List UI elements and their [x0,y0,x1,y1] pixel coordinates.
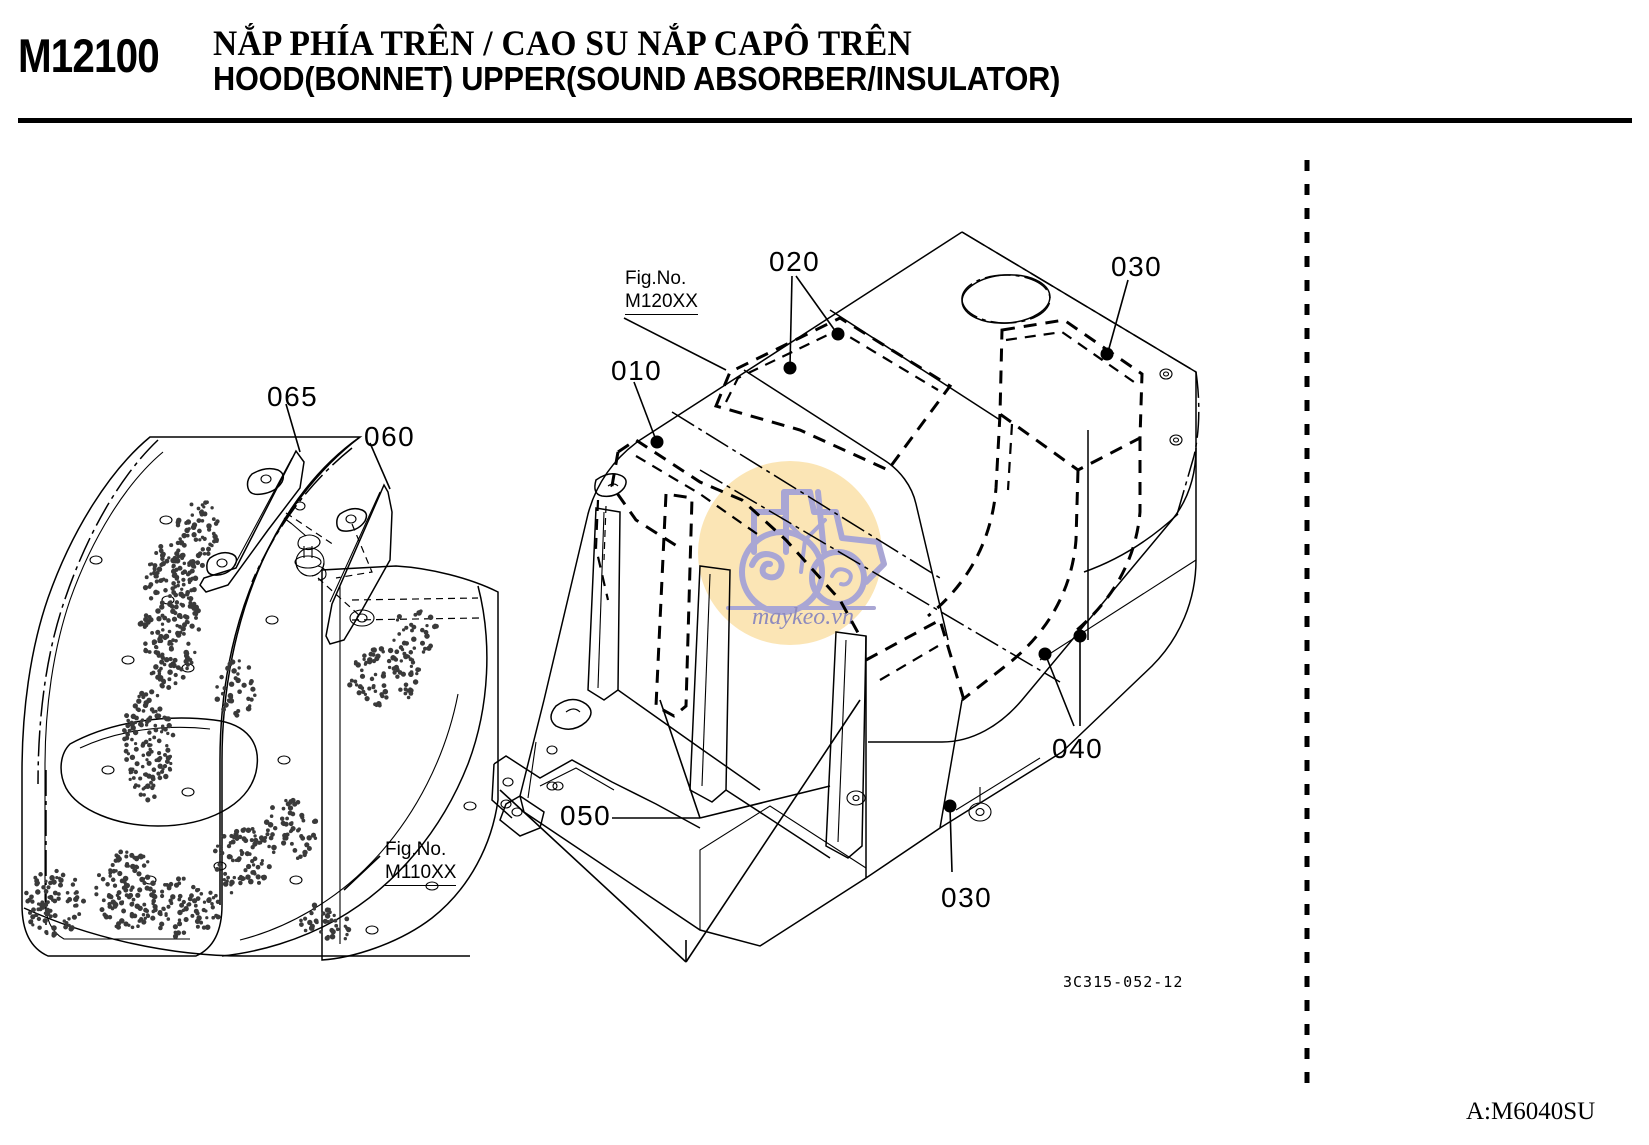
fastener-details [284,513,374,626]
insulator-outline-010 [618,440,862,640]
sound-absorber-texture [24,500,439,941]
figure-ref-m110xx: Fig.No. M110XX [385,838,457,886]
figure-ref-number: M110XX [385,861,457,886]
watermark-circle [698,461,882,645]
hood-upper-main [492,232,1199,946]
insulator-060 [326,485,392,644]
header-divider-rule [18,118,1632,123]
tractor-icon [728,492,884,612]
callout-040: 040 [1052,733,1104,764]
callout-030-bottom: 030 [941,882,993,913]
figure-ref-label: Fig.No. [625,268,687,289]
left-hood-assembly [22,437,498,960]
figure-ref-label: Fig.No. [385,839,447,860]
watermark-text: maykeo.vn [752,604,854,630]
callout-010: 010 [611,355,663,386]
leader-lines [286,276,1128,962]
callout-065: 065 [267,381,319,412]
figure-ref-number: M120XX [625,290,698,315]
callout-050: 050 [560,800,612,831]
drawing-number: 3C315-052-12 [1063,973,1184,991]
sheet-identifier: A:M6040SU [1466,1098,1596,1125]
insulator-outline-020 [716,318,950,470]
callout-060: 060 [364,421,416,452]
callout-020: 020 [769,246,821,277]
callout-030-top: 030 [1111,251,1163,282]
figure-ref-m120xx: Fig.No. M120XX [625,267,698,315]
insulator-outline-030 [1000,320,1142,470]
title-english: HOOD(BONNET) UPPER(SOUND ABSORBER/INSULA… [213,60,1061,97]
insulator-065 [200,451,304,592]
section-code: M12100 [18,29,160,82]
title-vietnamese: NẮP PHÍA TRÊN / CAO SU NẮP CAPÔ TRÊN [213,23,912,63]
